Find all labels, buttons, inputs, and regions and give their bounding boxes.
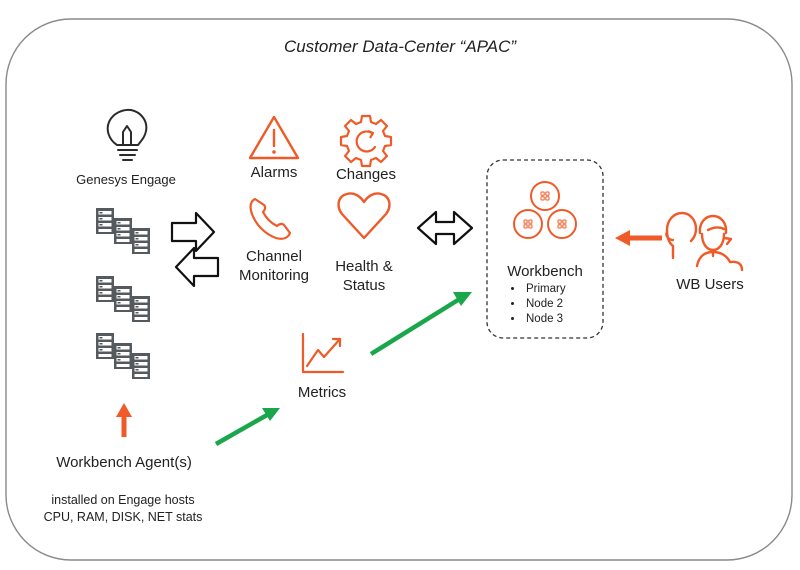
changes-label: Changes [335, 166, 397, 183]
users-label: WB Users [676, 276, 744, 293]
agent-label: Workbench Agent(s) [56, 454, 192, 471]
server-rack-icon [96, 208, 150, 254]
workbench-box [486, 159, 604, 339]
metrics-flow-arrow [369, 292, 472, 356]
agent-to-servers-arrow [116, 403, 132, 437]
health-status-label: Health & Status [322, 257, 406, 295]
changes-gear-icon [339, 114, 393, 168]
agent-detail-line: installed on Engage hosts [51, 493, 195, 507]
server-rack-icon [96, 276, 150, 322]
agent-detail-line: CPU, RAM, DISK, NET stats [43, 510, 203, 524]
workbench-node: Node 3 [524, 312, 566, 327]
phone-icon [249, 197, 292, 240]
users-icon [665, 211, 744, 272]
data-flow-arrows [170, 211, 220, 288]
channel-monitoring-line-2: Monitoring [238, 267, 310, 284]
health-status-line-1: Health & [335, 258, 393, 275]
datacenter-boundary [5, 18, 793, 561]
alarms-label: Alarms [250, 164, 298, 181]
metrics-flow-arrow [214, 408, 280, 446]
workbench-label: Workbench [507, 263, 583, 280]
server-rack-icon [96, 333, 150, 379]
agent-details: installed on Engage hosts CPU, RAM, DISK… [20, 492, 226, 526]
heart-icon [337, 192, 391, 240]
health-status-line-2: Status [342, 277, 386, 294]
metrics-chart-icon [301, 332, 345, 374]
workbench-node: Node 2 [524, 297, 566, 312]
alarm-triangle-icon [248, 115, 300, 160]
users-to-workbench-arrow [615, 230, 662, 246]
channel-monitoring-label: Channel Monitoring [222, 247, 326, 285]
channel-monitoring-line-1: Channel [246, 248, 302, 265]
bidirectional-arrow [416, 210, 474, 246]
cluster-icon [513, 181, 577, 239]
datacenter-title: Customer Data-Center “APAC” [283, 37, 517, 56]
engage-label: Genesys Engage [76, 172, 176, 187]
lightbulb-icon [106, 108, 148, 161]
workbench-node-list: Primary Node 2 Node 3 [506, 282, 566, 327]
metrics-label: Metrics [297, 384, 347, 401]
workbench-node: Primary [524, 282, 566, 297]
